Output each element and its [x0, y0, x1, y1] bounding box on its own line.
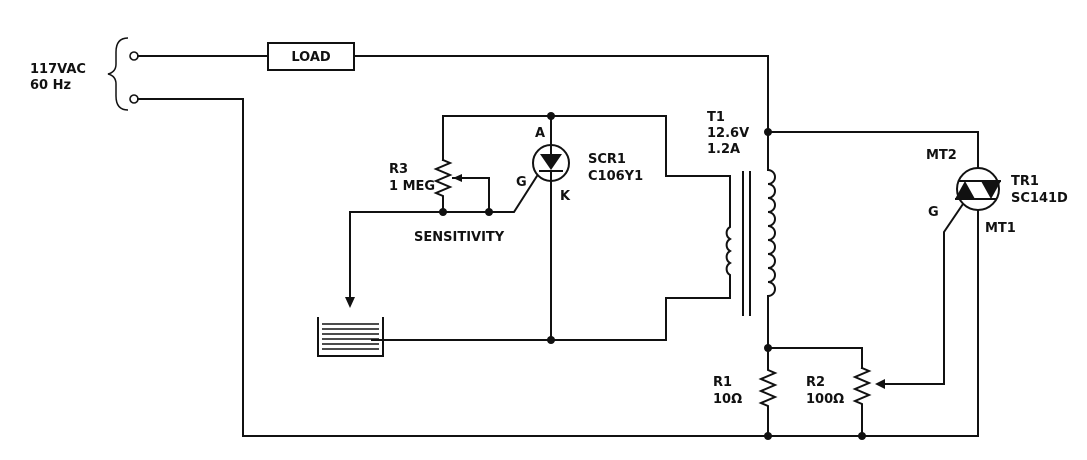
triac-triangle-left — [955, 181, 975, 199]
triac-mt2-label: MT2 — [926, 148, 957, 163]
wire-t1-to-mt2 — [767, 131, 979, 169]
source-voltage-label: 117VAC — [30, 62, 86, 77]
r2-ref: R2 — [806, 375, 825, 390]
wire-r1-r2-top — [767, 347, 863, 369]
wire-return-bus — [137, 98, 979, 437]
junction-r3-wiper — [485, 208, 493, 216]
triac-ref: TR1 — [1011, 174, 1039, 189]
r3-wiper-arrow — [453, 174, 462, 182]
ac-source: 117VAC 60 Hz — [30, 37, 139, 111]
t1-primary-coil — [767, 131, 776, 349]
triac-body — [956, 167, 1000, 211]
r1-value: 10Ω — [713, 392, 742, 407]
t1-secondary-coil — [725, 177, 732, 299]
wire-top-bus — [442, 115, 731, 179]
scr-cathode-label: K — [560, 189, 571, 204]
wire-load-to-t1 — [353, 55, 769, 133]
transformer-t1: T1 12.6V 1.2A — [707, 110, 776, 349]
junction-r1-bottom — [764, 432, 772, 440]
r2-wiper-arrow — [875, 379, 885, 389]
t1-current: 1.2A — [707, 142, 740, 157]
wire-triac-gate — [884, 202, 965, 385]
scr-gate-label: G — [516, 175, 527, 190]
r3-zigzag — [433, 158, 453, 213]
r1-zigzag — [758, 347, 778, 437]
resistor-section: R1 10Ω R2 100Ω — [713, 344, 872, 440]
source-brace — [107, 37, 129, 111]
scr-anode-label: A — [535, 126, 545, 141]
load-block: LOAD — [137, 42, 769, 133]
source-terminal-top — [129, 51, 139, 61]
r1-ref: R1 — [713, 375, 732, 390]
source-frequency-label: 60 Hz — [30, 78, 71, 93]
junction-scr-anode — [547, 112, 555, 120]
liquid-sensor-tank — [317, 317, 384, 357]
wire-bottom-bus — [371, 297, 731, 341]
probe-arrow — [345, 297, 355, 308]
triac-mt1-label: MT1 — [985, 221, 1016, 236]
source-terminal-bottom — [129, 94, 139, 104]
r3-value: 1 MEG — [389, 179, 435, 194]
r2-zigzag — [852, 366, 872, 437]
t1-ref: T1 — [707, 110, 725, 125]
triac-gate-label: G — [928, 205, 939, 220]
load-label: LOAD — [291, 50, 331, 65]
r3-function: SENSITIVITY — [414, 230, 505, 245]
scr-part: C106Y1 — [588, 169, 643, 184]
t1-voltage: 12.6V — [707, 126, 749, 141]
scr-diode-triangle — [540, 154, 562, 170]
wire-probe — [349, 211, 444, 301]
r3-ref: R3 — [389, 162, 408, 177]
wire-scr-gate — [488, 174, 539, 213]
triac-section: MT2 TR1 SC141D G MT1 — [767, 131, 1068, 389]
triac-triangle-right — [981, 181, 1001, 199]
triac-part: SC141D — [1011, 191, 1068, 206]
r2-value: 100Ω — [806, 392, 844, 407]
tank-walls — [317, 317, 384, 357]
scr-section: A G K SCR1 C106Y1 R3 1 MEG SENSITIVITY — [317, 112, 731, 357]
junction-scr-cathode — [547, 336, 555, 344]
r3-wiper — [452, 177, 490, 213]
scr-ref: SCR1 — [588, 152, 626, 167]
junction-r2-bottom — [858, 432, 866, 440]
